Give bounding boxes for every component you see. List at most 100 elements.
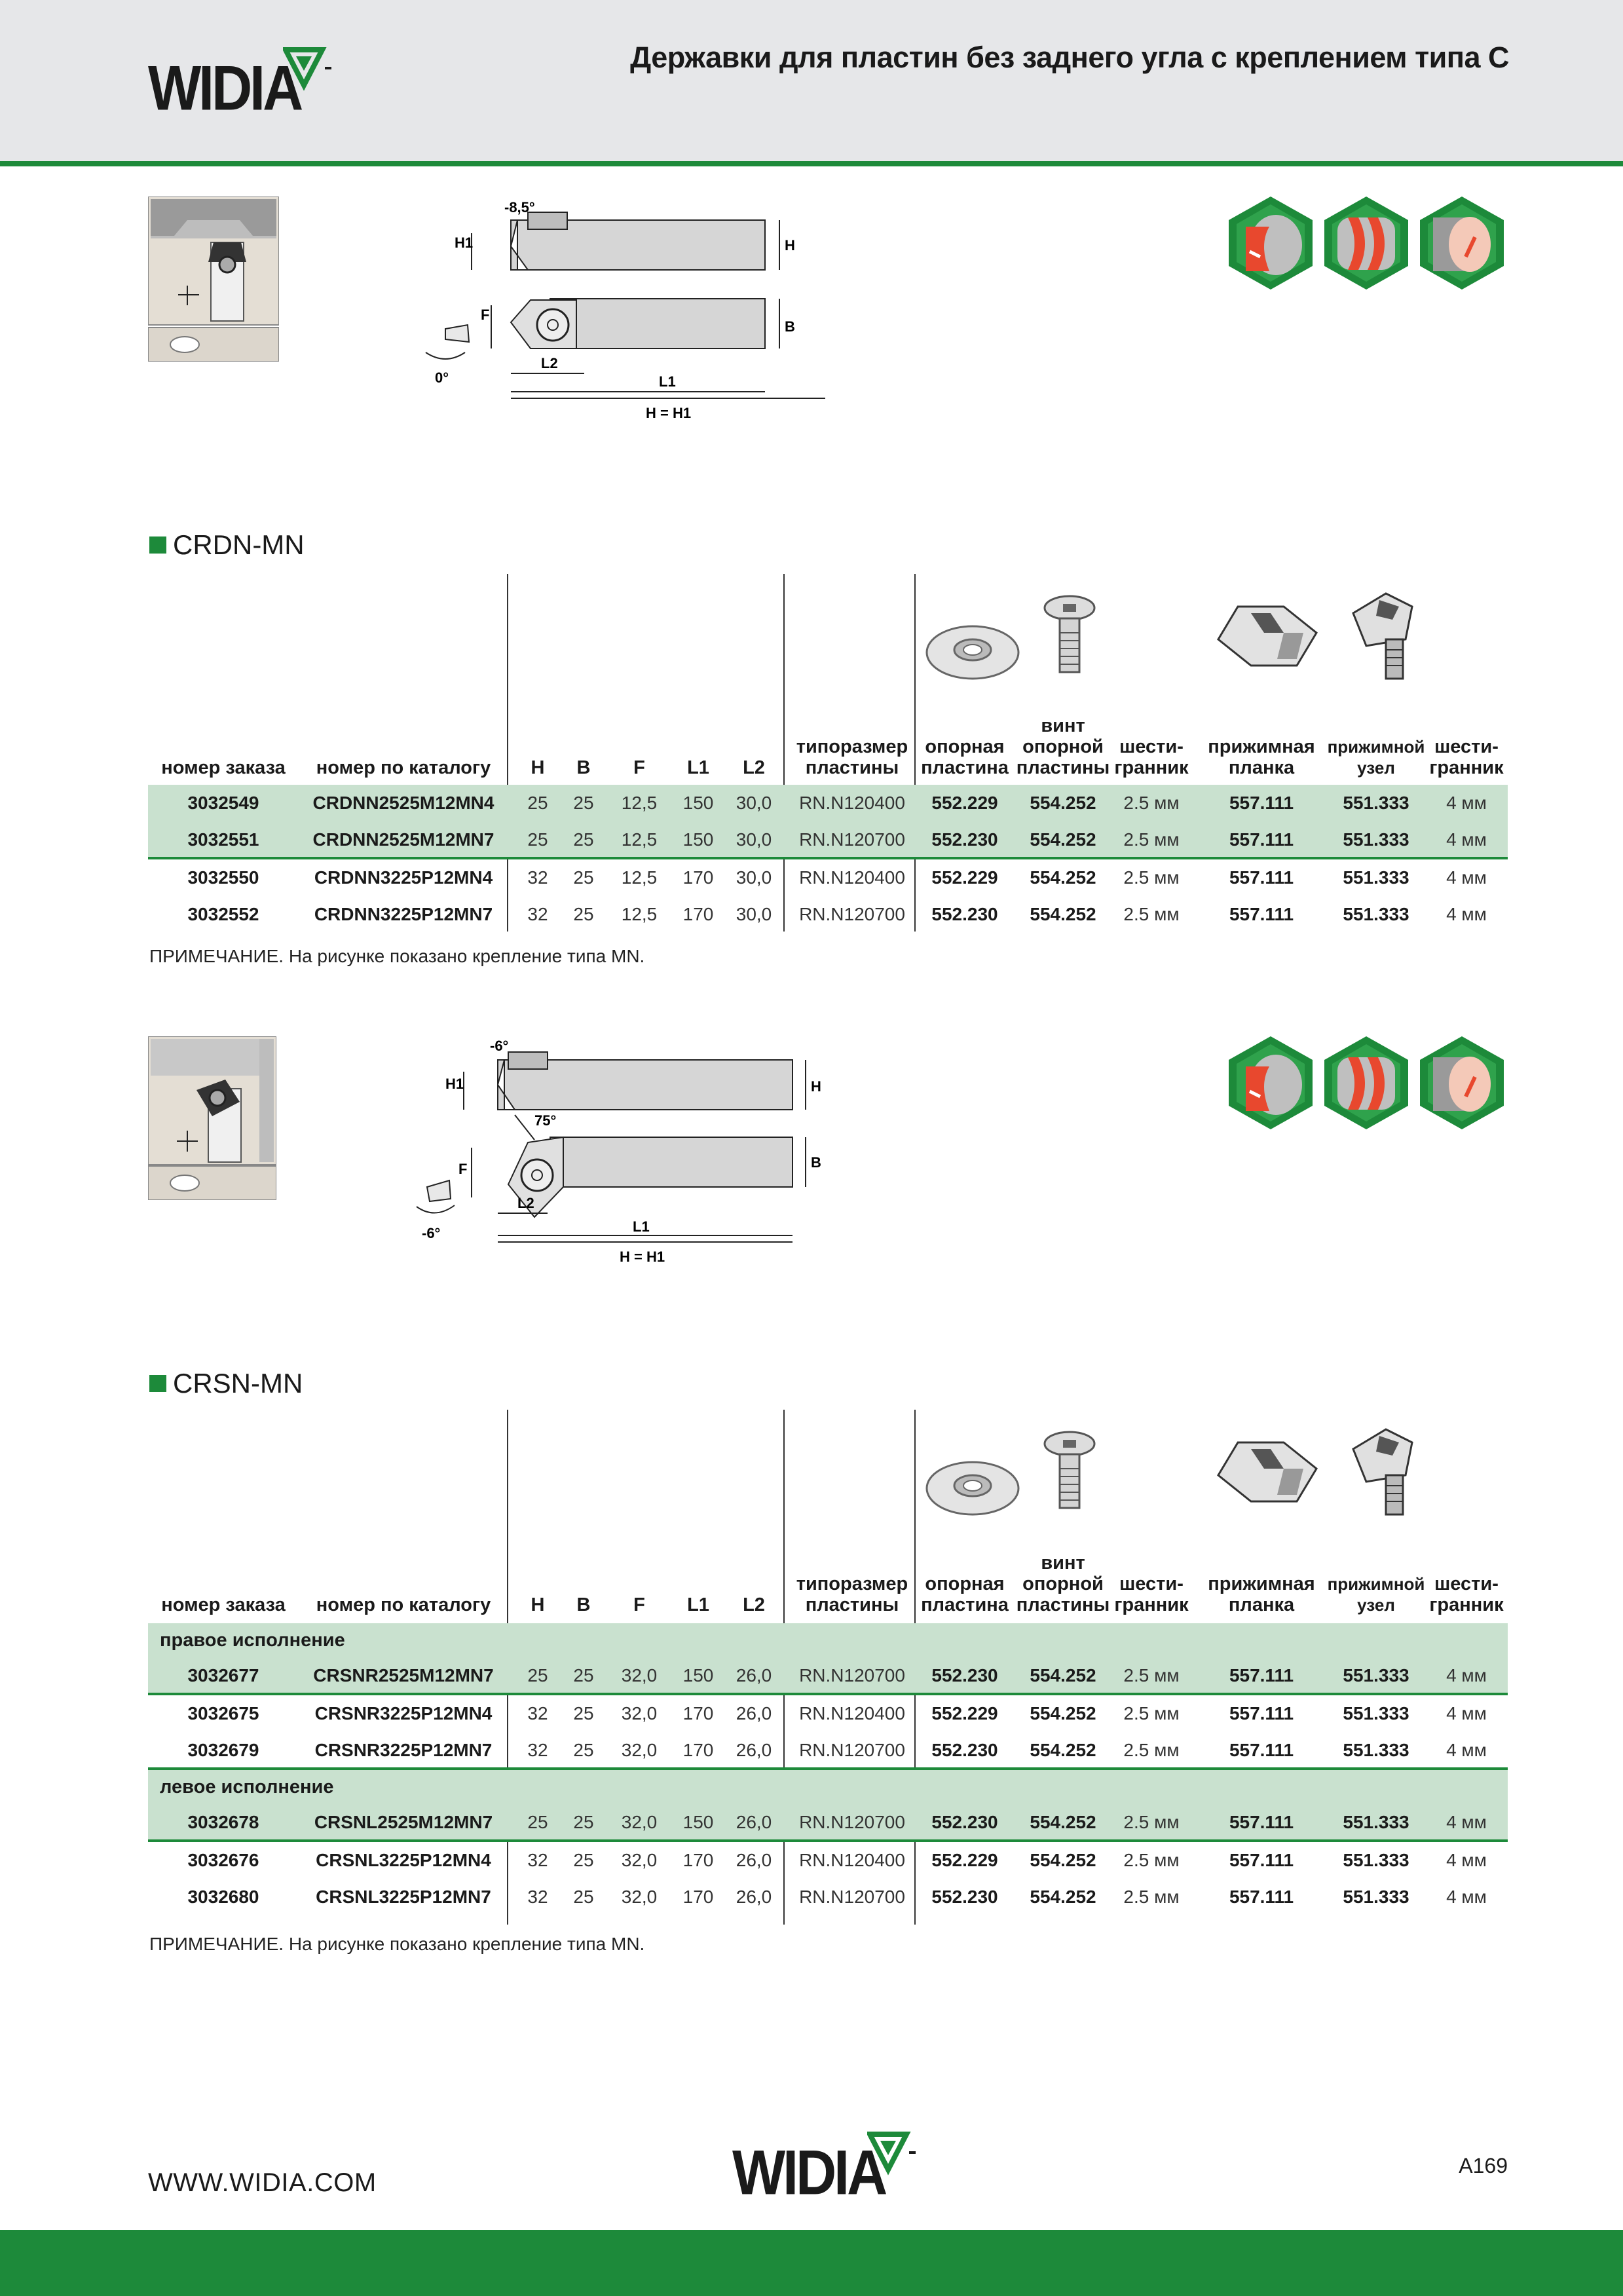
operation-icons-2 (1226, 1034, 1514, 1132)
table-cell: 25 (573, 867, 594, 888)
dim2-H1: H1 (445, 1076, 464, 1092)
table-cell: 32 (527, 1703, 548, 1723)
table-cell: 150 (682, 793, 714, 813)
note-crdn: ПРИМЕЧАНИЕ. На рисунке показано креплени… (149, 946, 645, 966)
table-cell: 552.230 (931, 1887, 998, 1907)
table-cell: 2.5 мм (1123, 829, 1180, 850)
group-header-right: правое исполнение (148, 1623, 1508, 1657)
table-cell: 557.111 (1229, 1887, 1294, 1907)
table-cell: 32,0 (621, 1850, 658, 1870)
clamp-plate-icon (1217, 605, 1318, 667)
col-H: H (531, 757, 545, 778)
table-cell: 25 (573, 1887, 594, 1907)
header-rule (0, 161, 1623, 166)
table-cell: RN.N120400 (799, 867, 905, 888)
table-cell: 4 мм (1446, 1850, 1487, 1870)
table-row: 3032678 CRSNL2525M12MN7 25 25 32,0 150 2… (148, 1804, 1508, 1841)
table-cell: RN.N120700 (799, 829, 905, 850)
table-cell: 552.229 (931, 1703, 998, 1723)
col-L2: L2 (743, 1594, 765, 1615)
table-cell: 557.111 (1229, 1850, 1294, 1870)
table-cell: CRSNL3225P12MN4 (316, 1850, 491, 1870)
dim2-angle-side: -6° (422, 1225, 440, 1241)
table-cell: 554.252 (1030, 1665, 1096, 1685)
table-cell: 3032552 (187, 904, 259, 924)
table-row: 3032679 CRSNR3225P12MN7 32 25 32,0 170 2… (148, 1732, 1508, 1769)
table-cell: 30,0 (736, 904, 772, 924)
table-cell: 3032679 (187, 1740, 259, 1760)
table-cell: RN.N120700 (799, 1665, 905, 1685)
section-title-crsn: CRSN-MN (149, 1368, 303, 1399)
table-cell: 32,0 (621, 1812, 658, 1832)
table-cell: 3032675 (187, 1703, 259, 1723)
table-cell: 552.229 (931, 793, 998, 813)
clamp-plate-icon (1217, 1441, 1318, 1503)
table-cell: 2.5 мм (1123, 1665, 1180, 1685)
table-cell: 557.111 (1229, 1740, 1294, 1760)
table-cell: 554.252 (1030, 867, 1096, 888)
table-cell: 552.229 (931, 867, 998, 888)
table-cell: 170 (682, 1850, 714, 1870)
table-cell: 32,0 (621, 1740, 658, 1760)
table-cell: 25 (573, 1740, 594, 1760)
col-catalog-no: номер по каталогу (316, 757, 491, 778)
table-cell: 150 (682, 1812, 714, 1832)
table-cell: 3032549 (187, 793, 259, 813)
table-cell: 557.111 (1229, 1703, 1294, 1723)
table-divider (507, 574, 508, 932)
table-cell: 30,0 (736, 793, 772, 813)
table-row: 3032676 CRSNL3225P12MN4 32 25 32,0 170 2… (148, 1842, 1508, 1879)
table-cell: 32,0 (621, 1887, 658, 1907)
dim1-L1: L1 (659, 373, 676, 390)
table-cell: 2.5 мм (1123, 1703, 1180, 1723)
table-cell: CRSNR3225P12MN7 (314, 1740, 493, 1760)
col-B: B (576, 757, 591, 778)
row-group-rule (148, 1767, 1508, 1770)
table-cell: 26,0 (736, 1850, 772, 1870)
table-cell: 25 (527, 1665, 548, 1685)
table-row: 3032675 CRSNR3225P12MN4 32 25 32,0 170 2… (148, 1695, 1508, 1732)
page-title: Державки для пластин без заднего угла с … (630, 41, 1509, 74)
dim1-angle-side: 0° (435, 369, 449, 386)
table-cell: 25 (573, 904, 594, 924)
table-cell: 3032550 (187, 867, 259, 888)
table-cell: 4 мм (1446, 793, 1487, 813)
facing-operation-icon (1420, 1036, 1504, 1129)
widia-logo-mark-icon (867, 2132, 916, 2175)
shim-screw-icon (1043, 1431, 1096, 1509)
section-title-crdn: CRDN-MN (149, 529, 305, 561)
col-hex-key-2: шести-гранник (1429, 736, 1504, 778)
footer-website-link[interactable]: WWW.WIDIA.COM (148, 2168, 377, 2197)
table-row: 3032551 CRDNN2525M12MN7 25 25 12,5 150 3… (148, 821, 1508, 858)
table-cell: 557.111 (1229, 867, 1294, 888)
table-cell: RN.N120700 (799, 1812, 905, 1832)
table-cell: 554.252 (1030, 904, 1096, 924)
turning-operation-icon (1229, 197, 1313, 290)
table-cell: CRDNN3225P12MN4 (314, 867, 493, 888)
shim-plate-icon (925, 625, 1020, 680)
dimension-drawing-2: H1 H -6° 75° F B L2 L1 H = H1 -6° (413, 1030, 871, 1266)
table-cell: 26,0 (736, 1665, 772, 1685)
table-cell: 557.111 (1229, 1812, 1294, 1832)
table-crdn: номер заказа номер по каталогу H B F L1 … (148, 574, 1508, 932)
table-cell: 32 (527, 1850, 548, 1870)
col-hex-key-2: шести-гранник (1429, 1573, 1504, 1615)
table-cell: 26,0 (736, 1887, 772, 1907)
table-cell: 551.333 (1343, 1703, 1409, 1723)
table-cell: 552.230 (931, 1812, 998, 1832)
table-cell: RN.N120400 (799, 1703, 905, 1723)
table-cell: CRSNR3225P12MN4 (314, 1703, 493, 1723)
table-cell: 3032680 (187, 1887, 259, 1907)
table-cell: 25 (573, 1665, 594, 1685)
dim2-L2: L2 (517, 1195, 534, 1211)
section-bullet (149, 536, 166, 554)
table-cell: CRSNL2525M12MN7 (314, 1812, 493, 1832)
table-row: 3032677 CRSNR2525M12MN7 25 25 32,0 150 2… (148, 1657, 1508, 1694)
table-cell: 551.333 (1343, 1665, 1409, 1685)
table-cell: 552.230 (931, 1740, 998, 1760)
note-crsn: ПРИМЕЧАНИЕ. На рисунке показано креплени… (149, 1934, 645, 1954)
footer-widia-logo: WIDIA (732, 2132, 916, 2208)
